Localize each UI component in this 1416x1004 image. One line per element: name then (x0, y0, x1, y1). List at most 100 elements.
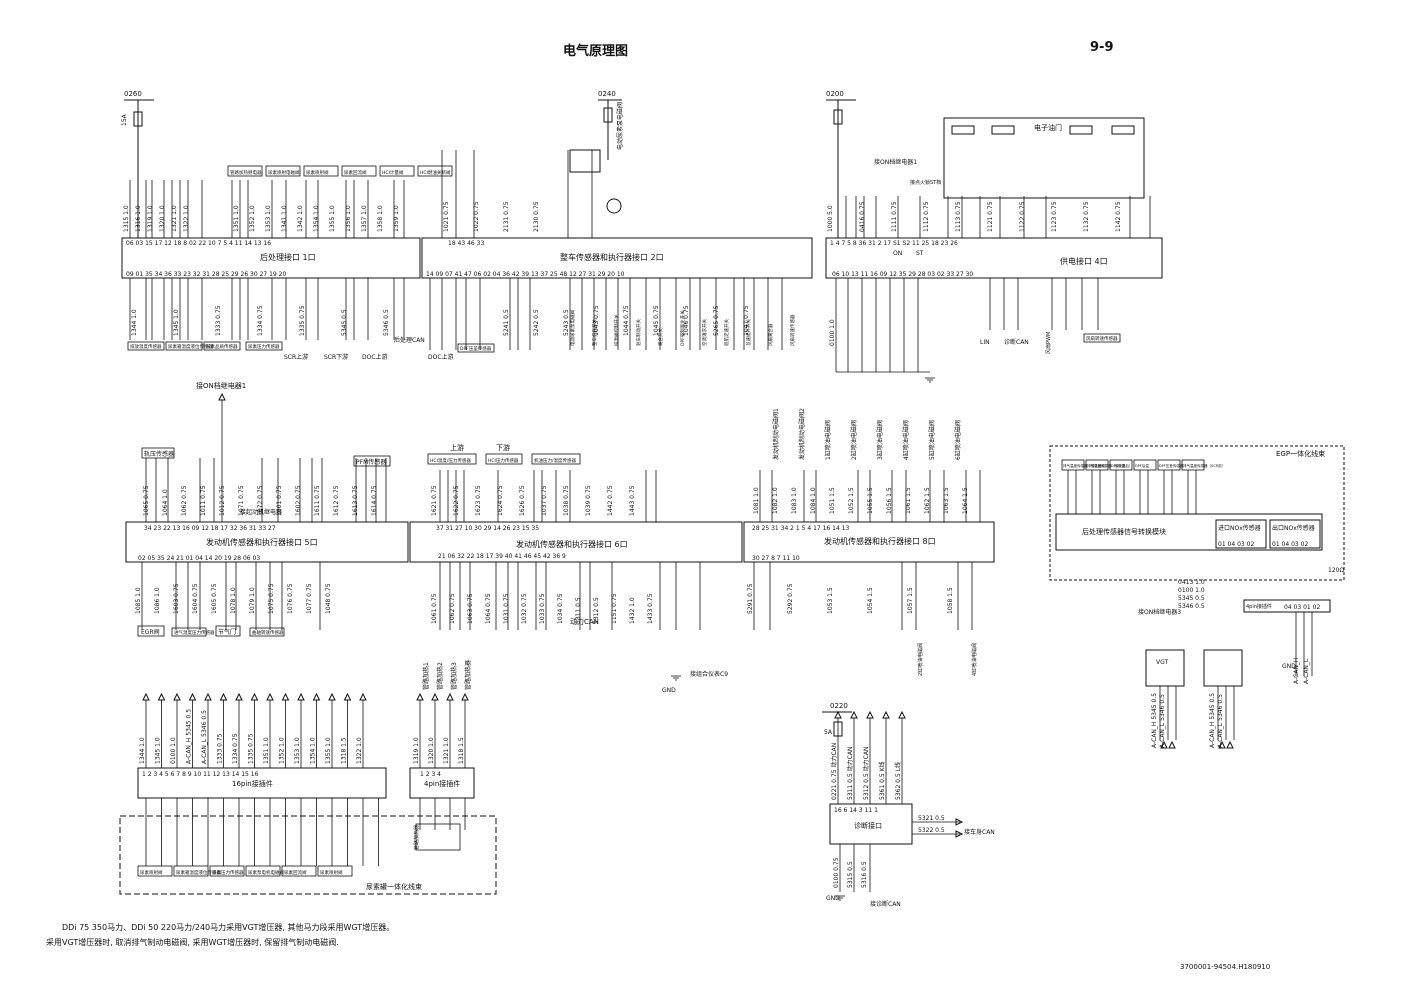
wire-label: 1335 0.75 (248, 733, 255, 764)
arrow-up-icon (1160, 740, 1168, 749)
wire-label: 5265 0.75 (713, 305, 720, 336)
sensor-label: EGR阀 (141, 628, 160, 636)
sensor-label: 尿素回流阀 (284, 869, 307, 876)
sensor-label: DPF压差传感器 (1159, 463, 1184, 468)
wire-label: 5316 0.5 (861, 861, 868, 888)
component-box (281, 865, 317, 877)
sensor-label: 风扇PWM (1045, 332, 1052, 354)
component-box (245, 341, 283, 351)
wire-label: 5346 0.5 (1178, 603, 1205, 610)
wire-label: 1601 0.75 (276, 485, 283, 516)
sensor-label: DOC上游 (362, 353, 388, 361)
wire-label: 5243 0.5 (563, 309, 570, 336)
component-box (485, 453, 523, 465)
wire-label: 5346 0.5 (383, 309, 390, 336)
wire-label: 1345 1.0 (173, 309, 180, 336)
arrow-up-icon (281, 692, 290, 701)
wire-label: 1011 0.75 (200, 485, 207, 516)
sensor-label: 动力CAN (570, 617, 599, 626)
sensor-label: 接ON档继电器1 (196, 381, 246, 390)
wire-label: 1342 1.0 (297, 205, 304, 232)
wire-label: 1354 1.0 (313, 205, 320, 232)
arrow-up-icon (834, 710, 842, 719)
wire-label: 1081 1.0 (753, 487, 760, 514)
component-box (531, 453, 581, 465)
wire-label: 1022 0.75 (473, 201, 480, 232)
sensor-label: 尿素喷射阀 (306, 169, 329, 176)
connector-5: 发动机传感器和执行器接口 5口 34 23 22 13 16 09 12 18 … (125, 521, 409, 563)
throttle-pedal-title: 电子油门 (1034, 123, 1062, 132)
sensor-label: 接起动机继电器 (240, 508, 282, 516)
wire-label: 1046 0.75 (683, 305, 690, 336)
component-box (203, 341, 241, 351)
component-box (1109, 459, 1133, 471)
connector-4-fuse-label: 0200 (826, 90, 844, 98)
sensor-label: 巡航定速开关 (723, 319, 730, 346)
sensor-label: DPF强制再生开关 (679, 310, 686, 346)
wire-label: 1063 0.75 (467, 593, 474, 624)
wire-label: 5315 0.5 (847, 861, 854, 888)
connector-2-title: 整车传感器和执行器接口 2口 (560, 252, 664, 262)
component-box (215, 625, 241, 637)
diagnostic-connector: 诊断接口 16 6 14 3 11 1 0220 5A (822, 702, 913, 845)
wire-bundle (129, 150, 1313, 901)
arrow-up-icon (898, 710, 906, 719)
sensor-label: 后处理CAN (394, 336, 425, 344)
wire-label: 1612 0.75 (333, 485, 340, 516)
sensor-label: 2缸喷油电磁阀 (850, 420, 858, 460)
diagnostic-title: 诊断接口 (854, 821, 882, 830)
fuse-icon (133, 111, 143, 127)
wire-label: 0100 1.0 (1178, 587, 1205, 594)
wire-label: 1151 0.75 (611, 593, 618, 624)
wire-label: 1057 1.5 (907, 587, 914, 614)
sensor-label: 接诊断CAN (870, 900, 901, 908)
wire-label: 1112 0.75 (923, 201, 930, 232)
wire-label: 1320 1.0 (159, 205, 166, 232)
component-box (249, 627, 285, 637)
wire-label: 1075 0.75 (268, 583, 275, 614)
wire-label: 1062 0.75 (181, 485, 188, 516)
wire-label: 1358 1.0 (377, 205, 384, 232)
diagnostic-fuse: 5A (824, 729, 833, 736)
wire-label: 1318 1.5 (458, 737, 465, 764)
connector-4pin: 4pin接插件 1 2 3 4 (409, 767, 475, 799)
wire-label: 1122 0.75 (1019, 201, 1026, 232)
sensor-label: 排放温度传感器 (130, 343, 162, 350)
egp-harness: EGP一体化线束 后处理传感器信号转换模块 进口NOx传感器 出口NOx传感器 … (1049, 445, 1345, 687)
wire-label: 1359 1.0 (393, 205, 400, 232)
wire-label: 1351 1.0 (233, 205, 240, 232)
wire-label: 1334 0.75 (257, 305, 264, 336)
sensor-label: 1缸喷油电磁阀 (824, 420, 832, 460)
sensor-label: 尿素喷射阀 (320, 869, 343, 876)
wire-label: 1605 0.75 (211, 583, 218, 614)
wire-label: 1335 0.75 (299, 305, 306, 336)
component-box (353, 455, 391, 467)
sensor-label: 接车身CAN (964, 828, 995, 836)
component-box (265, 165, 301, 177)
connector-4-bottom-pins: 06 10 13 11 16 09 12 35 29 28 03 02 33 2… (832, 271, 973, 278)
wire-label: A-CAN_H 5345 0.5 (1151, 693, 1158, 748)
wire-label: 1333 0.75 (215, 305, 222, 336)
wire-label: 1045 0.75 (653, 305, 660, 336)
sensor-label: A-CAN_H (1293, 658, 1300, 684)
sensor-label: 6缸喷油电磁阀 (954, 420, 962, 460)
sensor-label: 排气温度传感器（SCR前） (1183, 463, 1225, 468)
footnote-1: DDi 75 350马力、DDi 50 220马力/240马力采用VGT增压器,… (62, 923, 395, 932)
sensor-label: 风扇离合器 (767, 323, 774, 346)
wire-label: 1061 0.75 (431, 593, 438, 624)
sensor-label: DPF前温 (1111, 463, 1125, 468)
wire-label: 1086 1.0 (154, 587, 161, 614)
arrow-up-icon (173, 692, 181, 701)
sensor-label: 驻车制动开关 (635, 319, 642, 346)
wire-label: 1602 0.75 (295, 485, 302, 516)
arrow-up-icon (297, 692, 305, 701)
connector-1-title: 后处理接口 1口 (260, 252, 316, 262)
egp-harness-title: EGP一体化线束 (1276, 449, 1325, 458)
component-box (127, 341, 165, 351)
wire-label: 1341 1.0 (281, 205, 288, 232)
diagnostic-pins: 16 6 14 3 11 1 (834, 807, 878, 814)
wire-label: 1051 1.5 (829, 487, 836, 514)
wire-label: 1352 1.0 (249, 205, 256, 232)
wire-label: 1033 0.75 (539, 593, 546, 624)
